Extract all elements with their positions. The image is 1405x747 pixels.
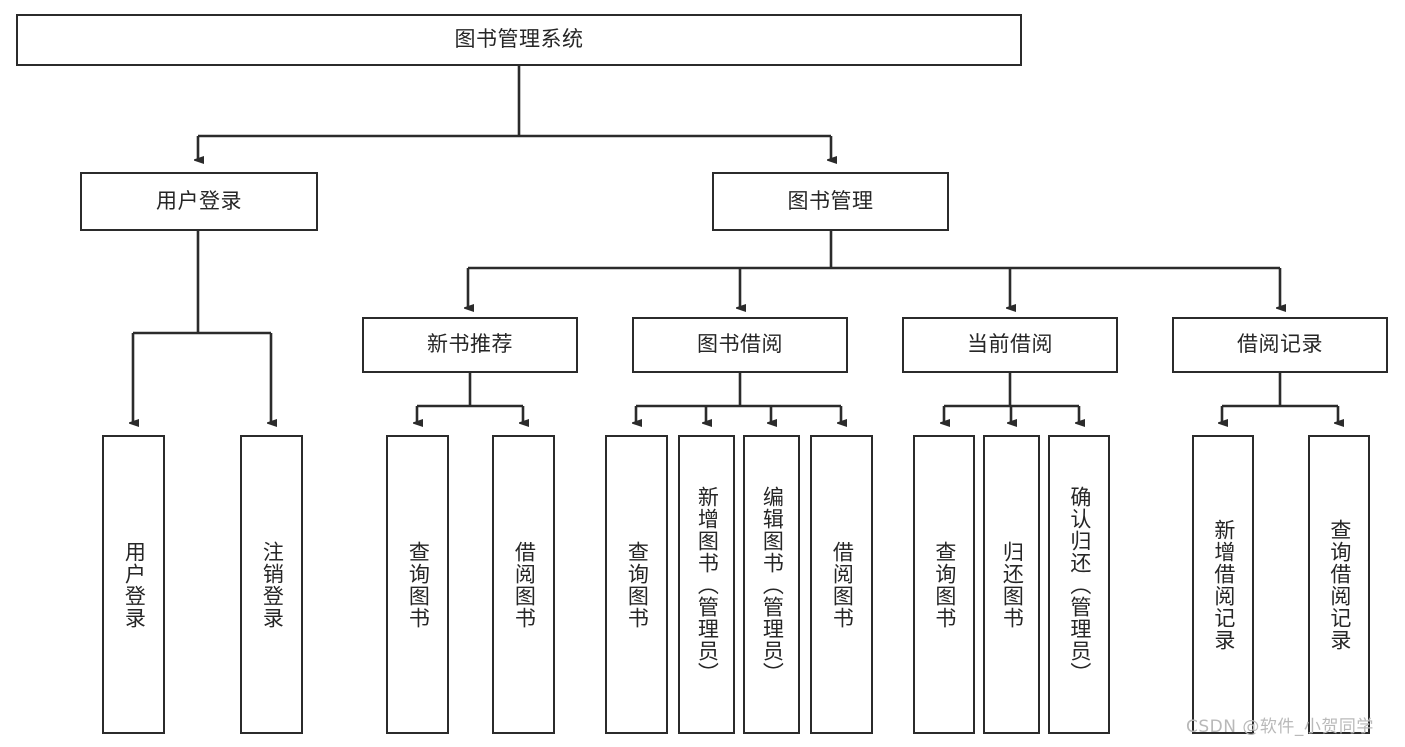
node-label: 图书管理系统 — [454, 27, 584, 52]
leaf-current-borrow-query[interactable]: 查询图书 — [913, 435, 975, 734]
csdn-watermark: CSDN @软件_小贺同学 — [1186, 717, 1374, 737]
node-label: 图书借阅 — [697, 332, 783, 357]
node-label: 查询图书 — [625, 540, 650, 629]
node-label: 当前借阅 — [967, 332, 1053, 357]
leaf-book-borrow-add[interactable]: 新增图书（管理员） — [678, 435, 735, 734]
node-book-borrow[interactable]: 图书借阅 — [632, 317, 848, 373]
node-label: 确认归还（管理员） — [1067, 485, 1092, 684]
node-label: 新书推荐 — [427, 332, 513, 357]
node-label: 编辑图书（管理员） — [760, 485, 785, 684]
node-label: 借阅记录 — [1237, 332, 1323, 357]
node-label: 借阅图书 — [830, 540, 855, 629]
leaf-borrow-record-add[interactable]: 新增借阅记录 — [1192, 435, 1254, 734]
leaf-user-login-login[interactable]: 用户登录 — [102, 435, 165, 734]
node-book-management[interactable]: 图书管理 — [712, 172, 949, 231]
leaf-borrow-record-query[interactable]: 查询借阅记录 — [1308, 435, 1370, 734]
node-root-system[interactable]: 图书管理系统 — [16, 14, 1022, 66]
node-label: 用户登录 — [122, 540, 147, 629]
node-label: 查询图书 — [932, 540, 957, 629]
node-label: 借阅图书 — [512, 540, 537, 629]
node-label: 新增借阅记录 — [1211, 518, 1236, 651]
node-label: 注销登录 — [260, 540, 285, 629]
node-borrow-record[interactable]: 借阅记录 — [1172, 317, 1388, 373]
leaf-book-borrow-borrow[interactable]: 借阅图书 — [810, 435, 873, 734]
node-label: 查询图书 — [406, 540, 431, 629]
node-label: 图书管理 — [787, 188, 874, 213]
leaf-current-borrow-confirm-return[interactable]: 确认归还（管理员） — [1048, 435, 1110, 734]
leaf-user-login-logout[interactable]: 注销登录 — [240, 435, 303, 734]
node-label: 用户登录 — [156, 188, 242, 213]
node-current-borrow[interactable]: 当前借阅 — [902, 317, 1118, 373]
node-user-login[interactable]: 用户登录 — [80, 172, 318, 231]
leaf-current-borrow-return[interactable]: 归还图书 — [983, 435, 1040, 734]
leaf-book-borrow-query[interactable]: 查询图书 — [605, 435, 668, 734]
leaf-new-book-query[interactable]: 查询图书 — [386, 435, 449, 734]
leaf-book-borrow-edit[interactable]: 编辑图书（管理员） — [743, 435, 800, 734]
node-new-book-recommend[interactable]: 新书推荐 — [362, 317, 578, 373]
leaf-new-book-borrow[interactable]: 借阅图书 — [492, 435, 555, 734]
node-label: 查询借阅记录 — [1327, 518, 1352, 651]
node-label: 新增图书（管理员） — [695, 485, 720, 684]
node-label: 归还图书 — [1000, 540, 1025, 629]
